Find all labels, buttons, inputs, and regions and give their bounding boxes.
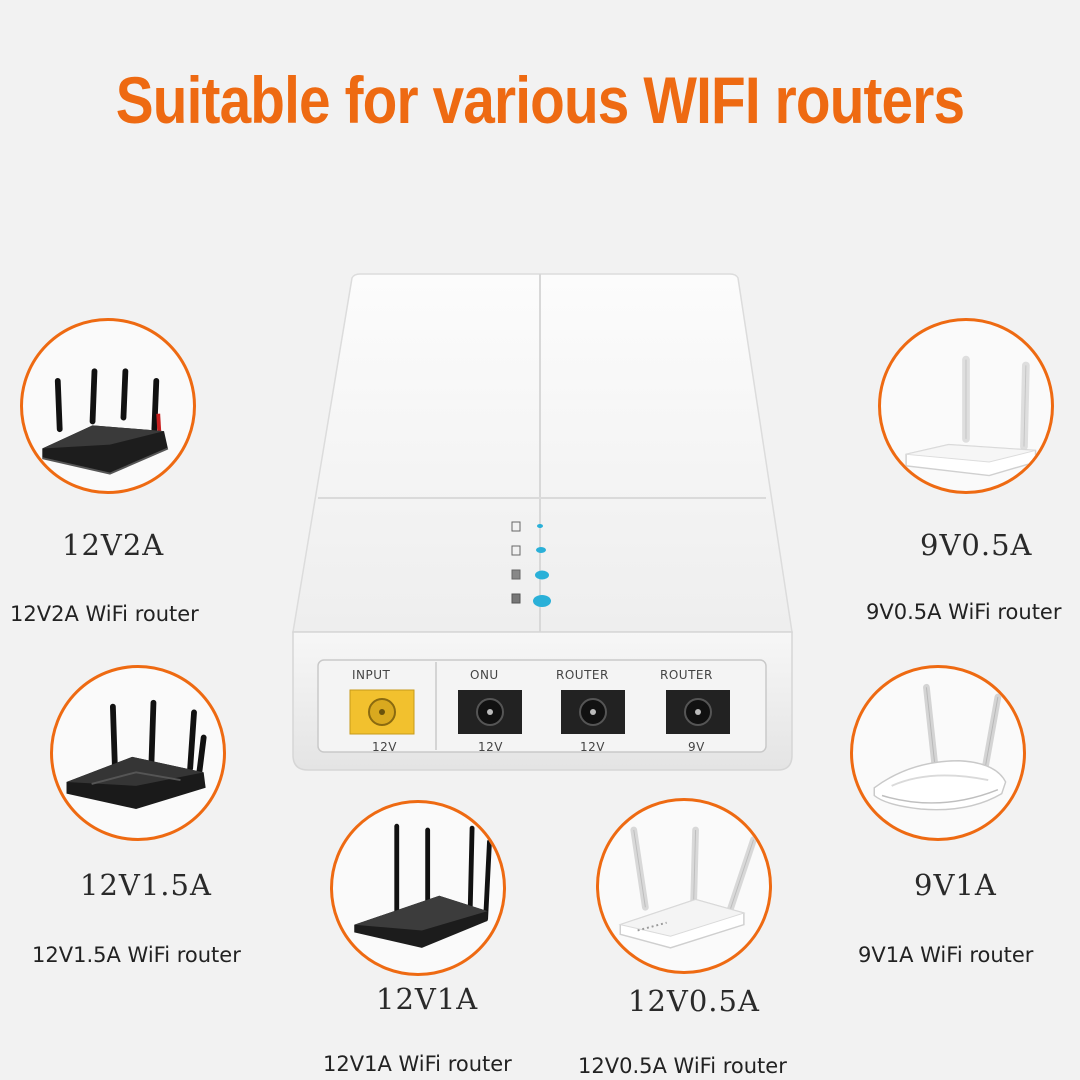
router-port-9v — [666, 690, 730, 734]
port-label-router-1: ROUTER — [556, 668, 609, 682]
port-label-router-2: ROUTER — [660, 668, 713, 682]
router-desc-12v2a: 12V2A WiFi router — [10, 602, 199, 626]
router-desc-12v1a: 12V1A WiFi router — [323, 1052, 512, 1076]
port-voltage-input: 12V — [372, 740, 397, 754]
router-circle-9v1a — [850, 665, 1026, 841]
router-desc-12v0-5a: 12V0.5A WiFi router — [578, 1054, 787, 1078]
router-circle-12v0-5a — [596, 798, 772, 974]
white-2-antenna-router-icon — [873, 683, 1007, 811]
router-spec-12v0-5a: 12V0.5A — [628, 984, 760, 1018]
router-desc-12v1-5a: 12V1.5A WiFi router — [32, 943, 241, 967]
router-spec-9v1a: 9V1A — [914, 868, 997, 902]
onu-port — [458, 690, 522, 734]
router-spec-9v0-5a: 9V0.5A — [920, 528, 1033, 562]
router-circle-12v1-5a — [50, 665, 226, 841]
black-4-antenna-router-icon — [354, 823, 492, 948]
port-label-input: INPUT — [352, 668, 391, 682]
router-desc-9v0-5a: 9V0.5A WiFi router — [866, 600, 1062, 624]
router-circle-9v0-5a — [878, 318, 1054, 494]
black-4-antenna-router-icon — [42, 368, 169, 475]
router-port-12v — [561, 690, 625, 734]
router-desc-9v1a: 9V1A WiFi router — [858, 943, 1034, 967]
router-spec-12v1-5a: 12V1.5A — [80, 868, 212, 902]
mini-ups-device: INPUT 12V ONU 12V ROUTER 12V ROUTER 9V — [290, 270, 795, 780]
port-voltage-router-2: 9V — [688, 740, 705, 754]
white-2-antenna-router-icon — [905, 355, 1037, 477]
router-circle-12v1a — [330, 800, 506, 976]
black-4-antenna-router-icon — [66, 699, 207, 810]
router-spec-12v1a: 12V1A — [376, 982, 479, 1016]
router-spec-12v2a: 12V2A — [62, 528, 165, 562]
router-circle-12v2a — [20, 318, 196, 494]
port-voltage-onu: 12V — [478, 740, 503, 754]
white-3-antenna-router-icon — [618, 826, 757, 949]
mini-ups-illustration — [292, 273, 793, 771]
port-label-onu: ONU — [470, 668, 499, 682]
status-leds — [511, 521, 551, 607]
page-title: Suitable for various WIFI routers — [115, 63, 965, 137]
input-port — [349, 689, 415, 735]
port-voltage-router-1: 12V — [580, 740, 605, 754]
